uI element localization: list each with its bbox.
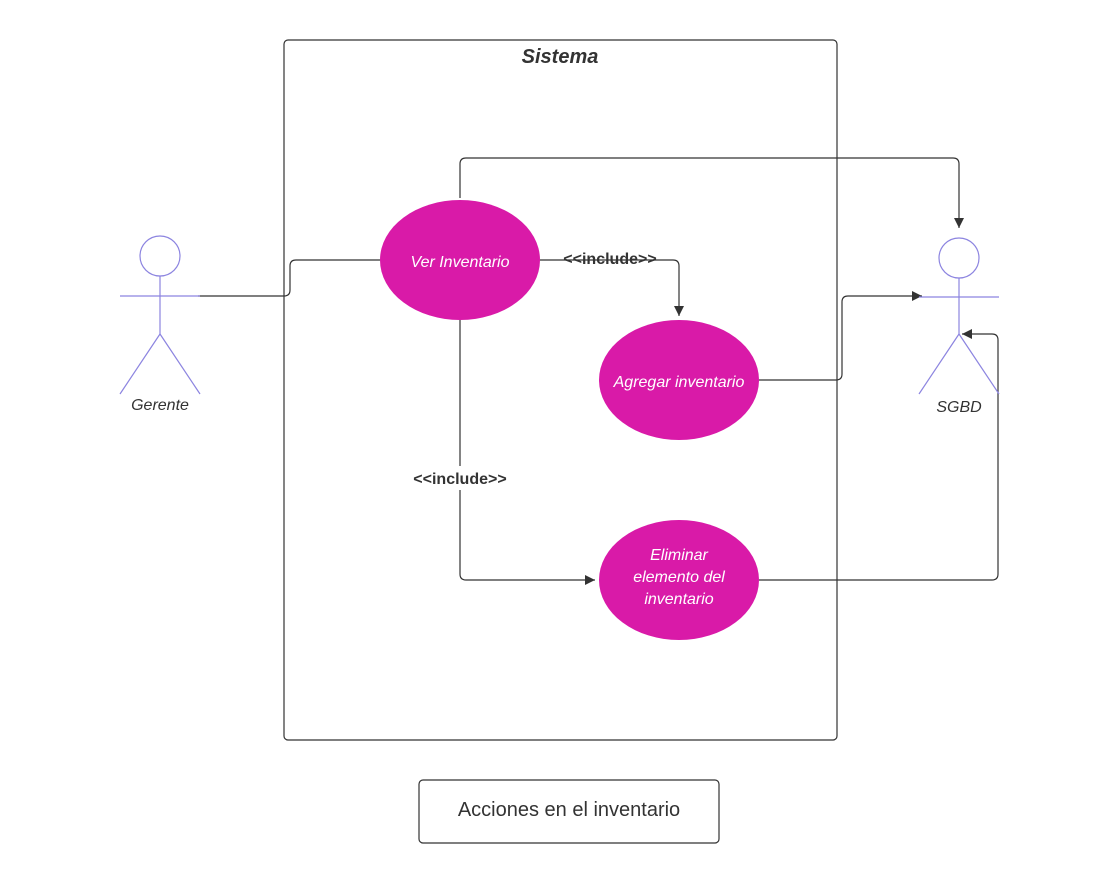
actor-gerente[interactable] — [119, 235, 201, 395]
actor-sgbd[interactable] — [918, 237, 1000, 395]
ver-sgbd-association — [459, 157, 964, 228]
actor-sgbd-head — [938, 237, 980, 279]
use-case-eliminar-elemento[interactable]: Eliminar elemento del inventario — [599, 520, 759, 640]
actor-gerente-label: Gerente — [131, 397, 189, 414]
actor-gerente-head — [139, 235, 181, 277]
agregar-sgbd-association — [759, 291, 922, 381]
actor-sgbd-label: SGBD — [936, 399, 982, 416]
use-case-eliminar-line-3: inventario — [644, 591, 713, 608]
use-case-agregar-label: Agregar inventario — [613, 374, 745, 391]
include-eliminar-line — [459, 320, 595, 585]
eliminar-sgbd-association — [759, 329, 999, 581]
system-boundary — [283, 39, 838, 741]
include-agregar-line — [540, 259, 684, 316]
actor-gerente-leg-left — [119, 333, 161, 395]
system-title: Sistema — [522, 46, 599, 68]
use-case-ver-label: Ver Inventario — [410, 254, 509, 271]
include-eliminar-label: <<include>> — [413, 471, 506, 488]
use-case-agregar-inventario[interactable]: Agregar inventario — [599, 320, 759, 440]
include-agregar-label: <<include>> — [563, 251, 656, 268]
actor-sgbd-leg-left — [918, 333, 960, 395]
diagram-caption-text: Acciones en el inventario — [458, 799, 680, 821]
use-case-eliminar-line-2: elemento del — [633, 569, 725, 586]
use-case-eliminar-line-1: Eliminar — [650, 547, 708, 564]
gerente-ver-association — [198, 259, 380, 297]
include-eliminar-label-bg — [405, 466, 515, 490]
actor-gerente-leg-right — [159, 333, 201, 395]
use-case-ver-inventario[interactable]: Ver Inventario — [380, 200, 540, 320]
actor-sgbd-leg-right — [958, 333, 1000, 395]
diagram-caption: Acciones en el inventario — [418, 779, 720, 844]
